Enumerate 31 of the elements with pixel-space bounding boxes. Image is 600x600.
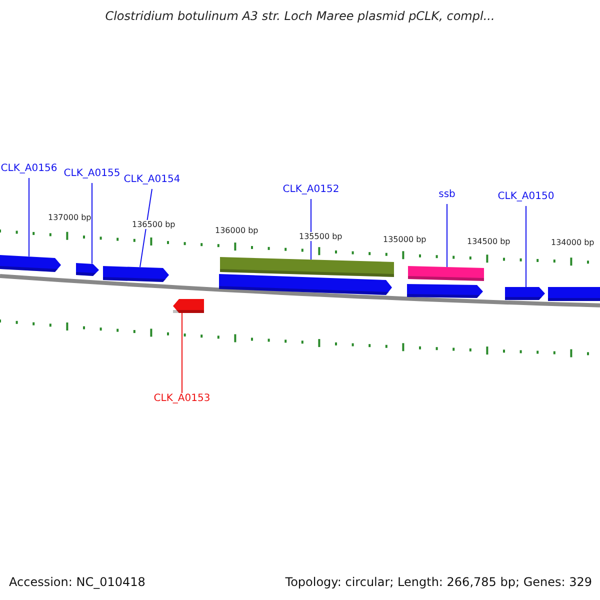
gene-label: ssb: [438, 189, 456, 200]
gene-feature: [173, 299, 204, 313]
leader-line: [310, 198, 312, 260]
gene-label: CLK_A0152: [282, 184, 340, 195]
tick-label: 136500 bp: [132, 220, 176, 229]
gene-feature: [103, 266, 169, 282]
leader-line: [28, 178, 30, 257]
leader-line: [446, 204, 448, 268]
footer-text: Topology: circular; Length: 266,785 bp; Genes: 329: [285, 575, 592, 589]
gene-feature: [219, 274, 392, 295]
tick-label: 137000 bp: [48, 213, 92, 222]
gene-bar: [220, 257, 394, 277]
gene-label: CLK_A0154: [124, 174, 180, 185]
footer-text: Accession: NC_010418: [9, 575, 146, 589]
tick-label: 136000 bp: [215, 226, 258, 235]
title: Clostridium botulinum A3 str. Loch Maree plasmid pCLK, compl...: [105, 9, 495, 23]
gene-label: CLK_A0150: [498, 191, 554, 202]
tick-label: 134000 bp: [551, 238, 594, 247]
gene-feature: [76, 263, 99, 276]
gene-feature: [0, 255, 61, 272]
gene-feature: [407, 284, 483, 298]
gene-label: CLK_A0153: [154, 393, 210, 404]
gene-label: CLK_A0156: [0, 163, 58, 174]
gene-bar: [408, 266, 484, 281]
leader-line: [140, 188, 152, 268]
gene-label: CLK_A0155: [64, 168, 120, 179]
gene-feature: [505, 287, 545, 300]
tick-label: 134500 bp: [467, 237, 510, 246]
gene-bar: [548, 287, 600, 301]
tick-label: 135000 bp: [383, 235, 426, 244]
tick-label: 135500 bp: [299, 232, 342, 241]
